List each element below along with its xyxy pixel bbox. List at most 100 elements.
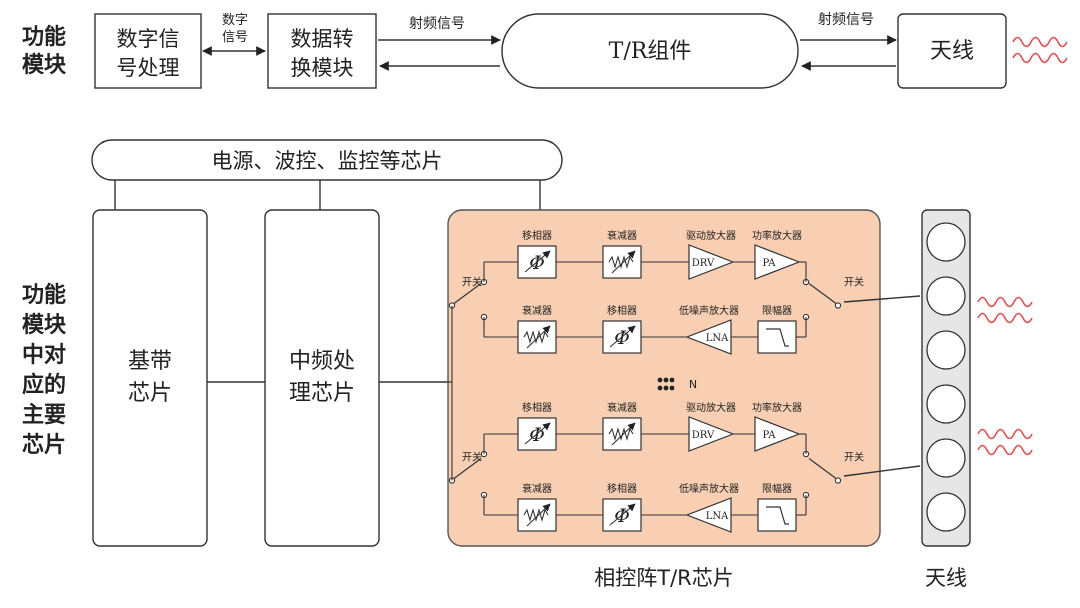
channel-2-right-switch-blade xyxy=(808,458,837,479)
channel-2-tx-phase-shifter-phi-symbol: Φ xyxy=(529,424,545,446)
top-side-label-line-1: 功能 xyxy=(22,24,66,50)
channel-2-rx-label-2: 低噪声放大器 xyxy=(679,482,739,495)
phased-array-tr-chip-box xyxy=(447,209,881,547)
channel-2-left-switch-label: 开关 xyxy=(462,451,482,464)
rf-signal-label-1: 射频信号 xyxy=(409,16,465,32)
digital-signal-processing-box xyxy=(94,13,202,89)
n-channels-indicator: N xyxy=(657,377,697,391)
channel-1-low-noise-amplifier-symbol: LNA xyxy=(706,333,729,344)
channel-2-tx-label-0: 移相器 xyxy=(522,401,552,414)
channel-2-power-amplifier-symbol: PA xyxy=(762,430,776,441)
channel-2-right-switch-label: 开关 xyxy=(844,451,864,464)
switch-to-antenna-line-2 xyxy=(843,465,921,477)
channel-1-tx-label-0: 移相器 xyxy=(522,229,552,242)
channel-1-rx-attenuator-resistor-symbol xyxy=(523,330,549,344)
channel-1-rx-phase-shifter-adjust-arrow xyxy=(609,325,636,348)
channel-2-low-noise-amplifier-symbol: LNA xyxy=(706,511,729,522)
channel-2-tx-attenuator-resistor-symbol xyxy=(608,427,634,441)
digital-signal-label-line-1: 数字 xyxy=(222,13,248,28)
channel-2-left-switch-blade xyxy=(453,458,482,479)
channel-1-rx-label-3: 限幅器 xyxy=(762,304,792,317)
rf-signal-label-2: 射频信号 xyxy=(818,12,874,28)
baseband-chip-box xyxy=(92,209,208,547)
if-chip-line-1: 中频处 xyxy=(289,349,355,374)
channel-2-driver-amplifier-symbol: DRV xyxy=(692,430,715,441)
channel-2-driver-amplifier-triangle xyxy=(688,416,735,452)
channel-1-right-switch-label: 开关 xyxy=(844,276,864,289)
channel-1-limiter-curve-symbol xyxy=(766,328,789,347)
channel-2-limiter-curve-symbol xyxy=(766,506,789,525)
channel-1-power-amplifier-symbol: PA xyxy=(762,258,776,269)
channel-2-power-amplifier-triangle xyxy=(754,416,801,452)
convert-box-line-1: 数据转 xyxy=(291,27,354,51)
channel-1-tx-label-1: 衰减器 xyxy=(607,229,637,242)
channel-1-tx-attenuator-resistor-symbol xyxy=(608,255,634,269)
convert-box-line-2: 换模块 xyxy=(291,56,354,80)
bottom-side-label-line-2: 模块 xyxy=(22,313,67,338)
baseband-chip-line-2: 芯片 xyxy=(128,381,172,406)
channel-1-low-noise-amplifier-triangle xyxy=(685,319,732,355)
channel-1-tx-attenuator-adjust-arrow xyxy=(611,250,636,274)
channel-1-right-switch-pivot xyxy=(834,302,842,309)
channel-2-rx-label-1: 移相器 xyxy=(607,482,637,495)
digital-box-line-2: 号处理 xyxy=(117,56,180,80)
bottom-side-label-line-4: 应的 xyxy=(22,372,66,398)
channel-2-tx-label-1: 衰减器 xyxy=(607,401,637,414)
channel-1-left-switch-blade xyxy=(453,283,482,304)
antenna-element-3 xyxy=(926,330,966,370)
channel-1-rx-label-0: 衰减器 xyxy=(522,304,552,317)
channel-2-rx-label-0: 衰减器 xyxy=(522,482,552,495)
antenna-box xyxy=(897,13,1007,89)
channel-1-driver-amplifier-symbol: DRV xyxy=(692,258,715,269)
channel-2-rx-attenuator-adjust-arrow xyxy=(526,503,551,527)
channel-2-tx-label-2: 驱动放大器 xyxy=(686,401,736,414)
antenna-box-label: 天线 xyxy=(930,39,974,64)
channel-2-limiter-box xyxy=(757,498,797,532)
baseband-chip-line-1: 基带 xyxy=(128,349,172,374)
channel-1-rx-label-1: 移相器 xyxy=(607,304,637,317)
bottom-side-label-line-5: 主要 xyxy=(22,403,66,428)
channel-1-rx-phase-shifter-phi-symbol: Φ xyxy=(614,327,630,349)
channel-1-tx-phase-shifter-phi-symbol: Φ xyxy=(529,252,545,274)
top-side-label: 功能 模块 xyxy=(22,24,67,78)
channel-2-right-switch-pivot xyxy=(834,477,842,484)
bottom-side-label-line-6: 芯片 xyxy=(22,433,66,458)
antenna-element-4 xyxy=(926,384,966,424)
channel-2-rx-phase-shifter-adjust-arrow xyxy=(609,503,636,526)
antenna-element-2 xyxy=(926,276,966,316)
antenna-element-1 xyxy=(926,222,966,262)
channel-2-rx-attenuator-resistor-symbol xyxy=(523,508,549,522)
channel-1-power-amplifier-triangle xyxy=(754,244,801,280)
channel-2-low-noise-amplifier-triangle xyxy=(685,497,732,533)
channel-1-rx-attenuator-adjust-arrow xyxy=(526,325,551,349)
top-wave-icon xyxy=(1012,36,1068,64)
channel-2-tx-phase-shifter-adjust-arrow xyxy=(524,422,551,445)
power-control-chips-label: 电源、波控、监控等芯片 xyxy=(212,149,443,173)
data-conversion-module-box xyxy=(267,13,377,89)
antenna-wave-icon-1 xyxy=(977,296,1033,324)
bottom-side-label: 功能 模块 中对 应的 主要 芯片 xyxy=(22,282,67,458)
channel-1-limiter-box xyxy=(757,320,797,354)
top-side-label-line-2: 模块 xyxy=(22,53,67,78)
switch-to-antenna-line-1 xyxy=(843,295,921,303)
channel-1-tx-label-3: 功率放大器 xyxy=(752,229,802,242)
antenna-element-5 xyxy=(926,438,966,478)
if-chip-line-2: 理芯片 xyxy=(289,381,355,406)
antenna-array-caption: 天线 xyxy=(925,566,967,590)
tr-component-box xyxy=(501,13,799,89)
channel-1-right-switch-blade xyxy=(808,283,837,304)
channel-1-left-switch-label: 开关 xyxy=(462,276,482,289)
channel-1-rx-label-2: 低噪声放大器 xyxy=(679,304,739,317)
tr-component-label: T/R组件 xyxy=(609,39,692,64)
channel-2-tx-attenuator-adjust-arrow xyxy=(611,422,636,446)
n-label: N xyxy=(689,378,697,391)
channel-2-tx-label-3: 功率放大器 xyxy=(752,401,802,414)
antenna-wave-icon-2 xyxy=(977,428,1033,456)
power-control-chips-bar xyxy=(91,139,563,181)
antenna-element-6 xyxy=(926,492,966,532)
phased-array-chip-caption: 相控阵T/R芯片 xyxy=(594,566,734,590)
digital-box-line-1: 数字信 xyxy=(117,27,180,51)
